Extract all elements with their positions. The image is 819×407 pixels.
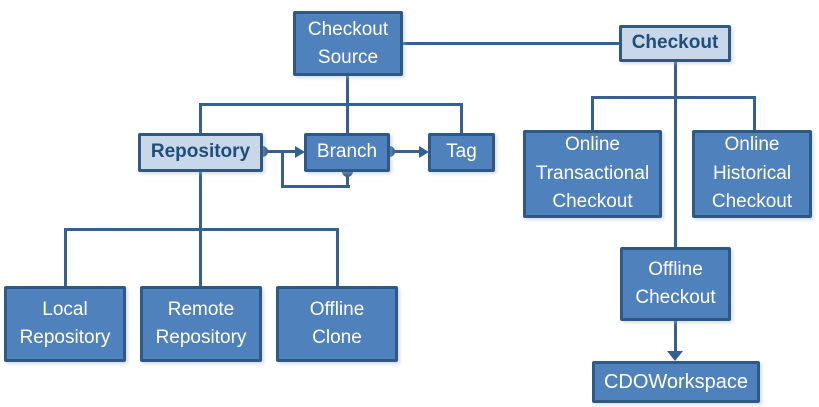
node-online-historical-checkout-label: Online Historical Checkout	[711, 134, 793, 213]
connector-repository-children-horizontal	[64, 228, 339, 231]
connector-to-offline-clone-vertical	[336, 228, 339, 286]
node-remote-repository: Remote Repository	[140, 286, 262, 362]
arrowhead-right-icon	[419, 146, 429, 158]
connector-repository-branch	[262, 150, 298, 153]
node-local-repository: Local Repository	[4, 286, 126, 362]
node-tag: Tag	[428, 133, 495, 172]
connector-checkout-children-horizontal	[591, 96, 756, 99]
connector-to-tag-vertical	[460, 103, 463, 133]
node-repository-label: Repository	[150, 141, 251, 163]
connector-branch-selfloop-right	[346, 172, 349, 188]
node-offline-clone: Offline Clone	[276, 286, 398, 362]
node-repository: Repository	[138, 133, 263, 172]
node-remote-repository-label: Remote Repository	[155, 299, 247, 348]
connector-branch-selfloop-left	[281, 152, 284, 188]
arrowhead-right-icon	[295, 146, 305, 158]
node-cdoworkspace: CDOWorkspace	[592, 361, 760, 403]
node-offline-checkout-label: Offline Checkout	[635, 259, 716, 308]
connector-to-repository-vertical	[199, 103, 202, 133]
node-checkout-source-label: Checkout Source	[307, 18, 389, 68]
connector-checkout-offlinecheckout-vertical	[674, 62, 677, 247]
node-cdoworkspace-label: CDOWorkspace	[603, 371, 749, 393]
connector-to-online-historical-vertical	[753, 96, 756, 130]
node-offline-checkout: Offline Checkout	[620, 247, 731, 321]
node-branch-label: Branch	[316, 141, 378, 163]
node-online-transactional-checkout: Online Transactional Checkout	[523, 130, 662, 218]
arrowhead-down-icon	[667, 351, 683, 361]
connector-branch-tag	[389, 150, 422, 153]
connector-branch-selfloop-bottom	[281, 185, 350, 188]
node-branch: Branch	[304, 133, 390, 172]
node-online-transactional-checkout-label: Online Transactional Checkout	[535, 134, 650, 213]
node-checkout-source: Checkout Source	[293, 11, 403, 76]
connector-to-online-transactional-vertical	[591, 96, 594, 130]
node-local-repository-label: Local Repository	[19, 299, 111, 348]
connector-source-children-horizontal	[199, 103, 462, 106]
node-tag-label: Tag	[446, 141, 477, 163]
node-checkout: Checkout	[619, 25, 731, 62]
node-offline-clone-label: Offline Clone	[309, 299, 365, 348]
connector-to-local-repository-vertical	[64, 228, 67, 286]
node-online-historical-checkout: Online Historical Checkout	[692, 130, 812, 218]
connector-checkoutsource-checkout	[403, 42, 619, 45]
node-checkout-label: Checkout	[631, 32, 719, 54]
connector-offlinecheckout-cdoworkspace	[674, 321, 677, 352]
